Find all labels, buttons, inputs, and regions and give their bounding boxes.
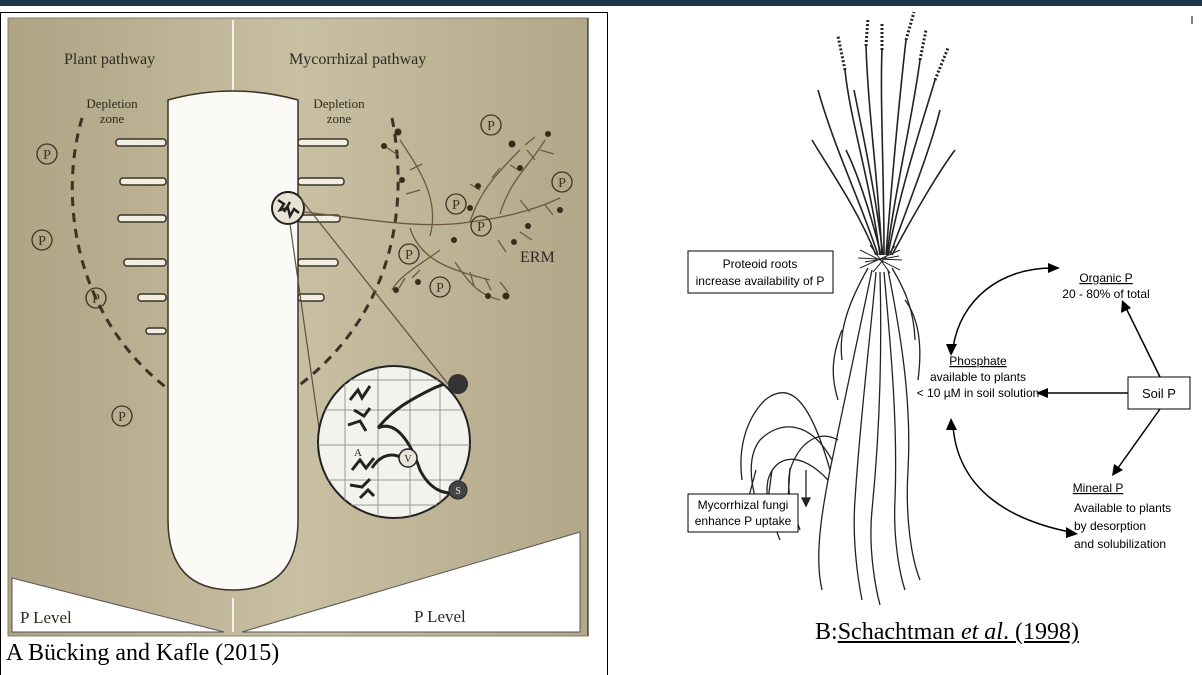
panel-b-caption-prefix: B: — [815, 619, 838, 645]
mycorrhizal-pathway-label: Mycorrhizal pathway — [289, 51, 426, 68]
svg-text:P: P — [436, 281, 444, 296]
arrow-soil-organic — [1126, 308, 1160, 377]
panel-b-citation: Schachtman et al. (1998) — [838, 619, 1079, 645]
inset-label-v: V — [404, 454, 412, 465]
proteoid-roots-label: Proteoid roots — [723, 257, 798, 271]
erm-label: ERM — [520, 249, 555, 266]
p-level-right-label: P Level — [414, 607, 466, 626]
arrow-phosphate-organic — [953, 268, 1052, 348]
svg-text:P: P — [487, 119, 495, 134]
organic-p-percentage: 20 - 80% of total — [1062, 287, 1149, 301]
svg-text:P: P — [558, 176, 566, 191]
mineral-p-line-1: Available to plants — [1074, 501, 1171, 515]
arrow-heads — [946, 263, 1131, 538]
p-level-left-label: P Level — [20, 608, 72, 627]
organic-p-title: Organic P — [1079, 271, 1132, 285]
colonization-spot — [272, 192, 304, 224]
depletion-zone-left-label: Depletion — [86, 96, 138, 111]
phosphate-title: Phosphate — [949, 354, 1007, 368]
svg-text:P: P — [452, 198, 460, 213]
mycorrhizal-fungi-label: Mycorrhizal fungi — [698, 498, 789, 512]
svg-text:P: P — [92, 292, 100, 307]
svg-text:P: P — [38, 234, 46, 249]
inset-label-a: A — [354, 447, 362, 459]
mineral-p-line-3: and solubilization — [1074, 537, 1166, 551]
panel-b-caption: B:Schachtman et al. (1998) — [815, 619, 1079, 646]
inset-label-s: S — [455, 486, 461, 497]
arrow-phosphate-mineral — [953, 426, 1070, 532]
proteoid-roots-label-2: increase availability of P — [696, 274, 825, 288]
root-system — [741, 268, 920, 605]
root-body — [168, 91, 298, 590]
citation-et-al: et al — [961, 619, 1003, 645]
mineral-p-title: Mineral P — [1073, 481, 1124, 495]
mycorrhizal-fungi-label-2: enhance P uptake — [695, 514, 792, 528]
arrow-soil-mineral — [1118, 409, 1160, 468]
citation-author: Schachtman — [838, 619, 961, 645]
panel-a-caption: A Bücking and Kafle (2015) — [6, 640, 279, 667]
panel-a-diagram: V S A P P P P P P P P P P Plant pathway … — [8, 18, 588, 636]
magnified-inset: V S A — [318, 366, 470, 518]
svg-text:P: P — [118, 410, 126, 425]
mineral-p-line-2: by desorption — [1074, 519, 1146, 533]
svg-text:P: P — [43, 148, 51, 163]
depletion-zone-right-label-2: zone — [327, 111, 352, 126]
svg-text:P: P — [477, 220, 485, 235]
svg-text:P: P — [405, 248, 413, 263]
citation-year: . (1998) — [1003, 619, 1079, 645]
seed-heads — [838, 12, 948, 80]
depletion-zone-right-label: Depletion — [313, 96, 365, 111]
phosphate-concentration: < 10 µM in soil solution — [917, 386, 1040, 400]
plant-pathway-label: Plant pathway — [64, 51, 155, 68]
soil-p-label: Soil P — [1142, 386, 1176, 401]
grass-shoots — [812, 40, 955, 255]
depletion-zone-left-label-2: zone — [100, 111, 125, 126]
panel-b-diagram: Proteoid roots increase availability of … — [688, 12, 1192, 605]
phosphate-availability: available to plants — [930, 370, 1026, 384]
